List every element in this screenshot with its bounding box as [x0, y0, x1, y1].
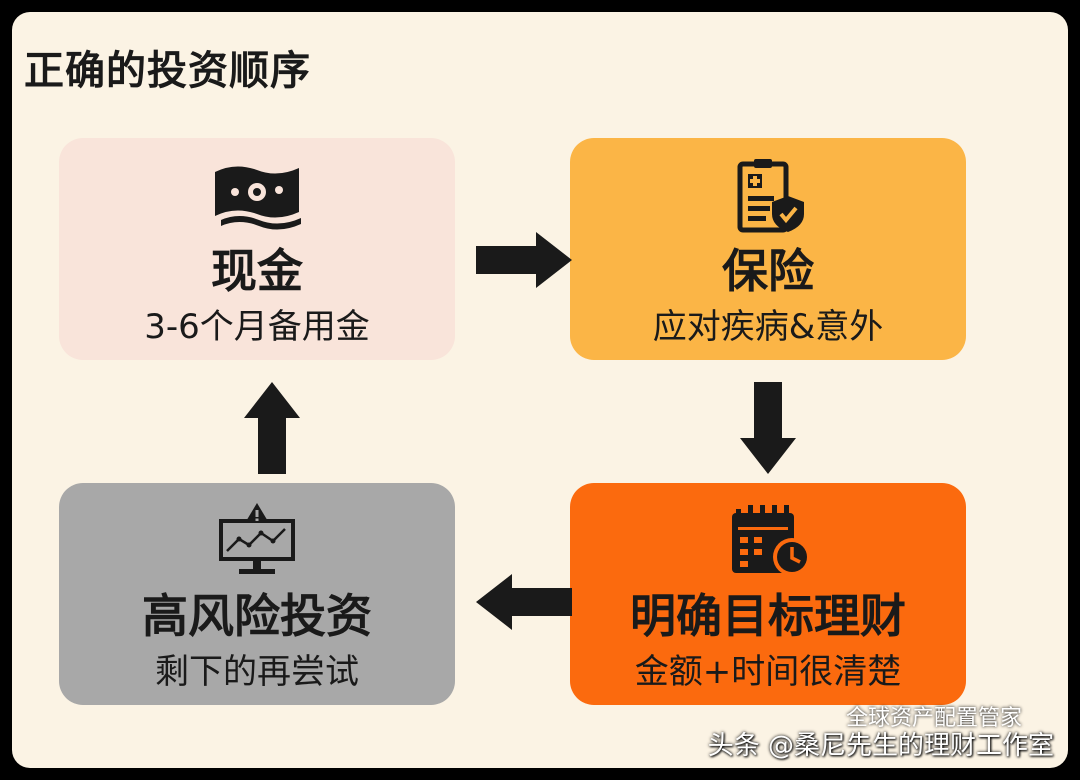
step-cash: 现金 3-6个月备用金: [59, 138, 455, 360]
arrow-right: [476, 232, 572, 288]
step-high-risk-subtitle: 剩下的再尝试: [155, 652, 359, 692]
step-goal-heading: 明确目标理财: [630, 589, 906, 643]
step-cash-subtitle: 3-6个月备用金: [144, 307, 370, 347]
money-icon: [211, 158, 303, 234]
diagram-title: 正确的投资顺序: [24, 48, 311, 94]
arrow-down: [740, 382, 796, 474]
step-insurance-heading: 保险: [722, 244, 814, 298]
step-goal-investing: 明确目标理财 金额+时间很清楚: [570, 483, 966, 705]
arrow-up: [244, 382, 300, 474]
step-goal-subtitle: 金额+时间很清楚: [634, 652, 902, 692]
step-cash-heading: 现金: [211, 244, 303, 298]
monitor-chart-warning-icon: [211, 503, 303, 579]
step-high-risk-heading: 高风险投资: [142, 589, 372, 643]
step-high-risk: 高风险投资 剩下的再尝试: [59, 483, 455, 705]
arrow-left: [476, 574, 572, 630]
watermark-secondary: 全球资产配置管家: [845, 706, 1022, 731]
step-insurance: 保险 应对疾病&意外: [570, 138, 966, 360]
step-insurance-subtitle: 应对疾病&意外: [652, 307, 884, 347]
watermark-source: 头条 @桑尼先生的理财工作室: [707, 731, 1054, 761]
calendar-clock-icon: [722, 503, 814, 579]
insurance-document-icon: [722, 158, 814, 234]
